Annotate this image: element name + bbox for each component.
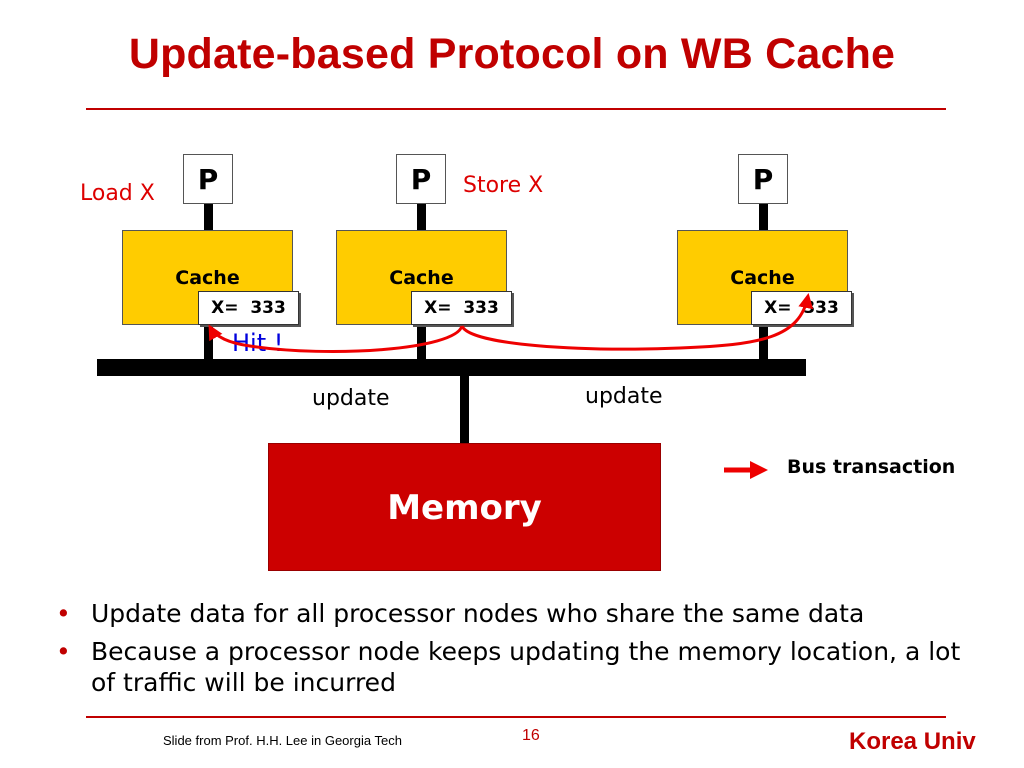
processor-cache-link bbox=[759, 204, 768, 230]
processor-box: P bbox=[396, 154, 446, 204]
update-label-left: update bbox=[312, 386, 390, 411]
title-divider bbox=[86, 108, 946, 110]
cache-value: X= 333 bbox=[198, 291, 299, 325]
processor-cache-link bbox=[204, 204, 213, 230]
footer-organization: Korea Univ bbox=[849, 728, 976, 755]
update-label-right: update bbox=[585, 384, 663, 409]
footer-divider bbox=[86, 716, 946, 718]
legend-label: Bus transaction bbox=[787, 456, 956, 478]
cache-label: Cache bbox=[730, 267, 795, 289]
footer-source: Slide from Prof. H.H. Lee in Georgia Tec… bbox=[163, 733, 402, 748]
memory-box: Memory bbox=[268, 443, 661, 571]
cache-value: X= 333 bbox=[411, 291, 512, 325]
processor-cache-link bbox=[417, 204, 426, 230]
bus-transaction-arrow-icon bbox=[724, 461, 768, 479]
store-x-label: Store X bbox=[463, 173, 544, 198]
system-bus bbox=[97, 359, 806, 376]
cache-bus-link bbox=[417, 325, 426, 360]
page-number: 16 bbox=[522, 727, 540, 744]
bullet-item: Because a processor node keeps updating … bbox=[56, 636, 986, 698]
cache-bus-link bbox=[204, 325, 213, 360]
bullet-list: Update data for all processor nodes who … bbox=[56, 598, 986, 705]
update-arrow-right bbox=[460, 293, 814, 351]
bus-memory-link bbox=[460, 376, 469, 443]
update-arrow-left bbox=[208, 324, 464, 354]
load-x-label: Load X bbox=[80, 181, 155, 206]
slide-title: Update-based Protocol on WB Cache bbox=[128, 30, 896, 78]
processor-box: P bbox=[738, 154, 788, 204]
cache-label: Cache bbox=[389, 267, 454, 289]
cache-label: Cache bbox=[175, 267, 240, 289]
cache-bus-link bbox=[759, 325, 768, 360]
bullet-item: Update data for all processor nodes who … bbox=[56, 598, 986, 629]
processor-box: P bbox=[183, 154, 233, 204]
